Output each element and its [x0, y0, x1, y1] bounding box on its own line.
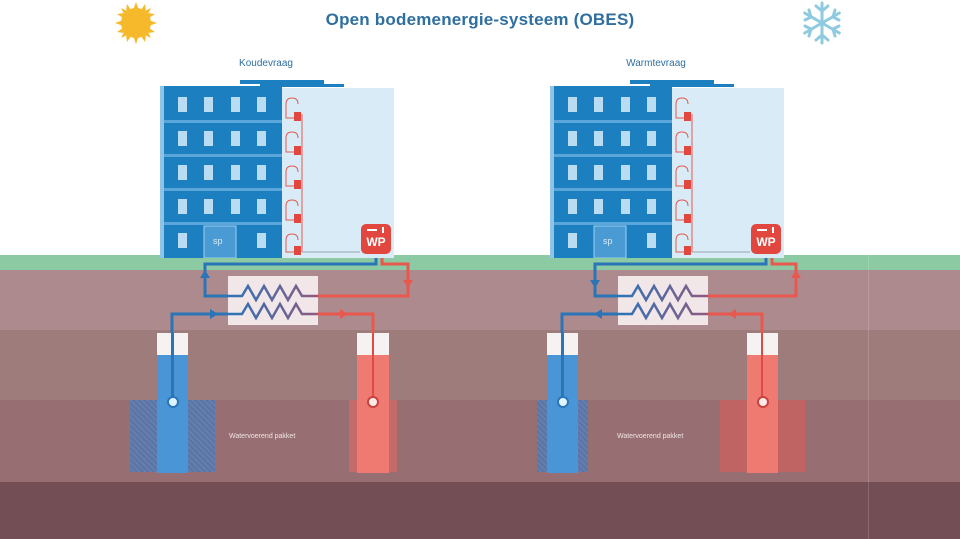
soil-layer-4 [0, 482, 960, 539]
heat-exchanger-heating [618, 276, 708, 325]
soil-layer-1 [0, 270, 960, 330]
cold-well-cooling [157, 333, 188, 473]
panel-label-heating: Warmtevraag [626, 58, 686, 69]
diagram-title: Open bodemenergie-systeem (OBES) [325, 10, 635, 29]
snowflake-icon [799, 0, 845, 46]
entrance-label-cooling: sp [213, 236, 223, 246]
heat-pump-heating: WP [751, 224, 781, 254]
heat-pump-cooling: WP [361, 224, 391, 254]
sun-icon [114, 1, 158, 45]
entrance-label-heating: sp [603, 236, 613, 246]
divider-line [868, 255, 869, 539]
panel-label-cooling: Koudevraag [239, 58, 293, 69]
grass-layer [0, 255, 960, 270]
aquifer-label-heating: Watervoerend pakket [617, 433, 684, 440]
warm-well-cooling [357, 333, 389, 473]
heat-exchanger-cooling [228, 276, 318, 325]
aquifer-label-cooling: Watervoerend pakket [229, 433, 296, 440]
warm-well-heating [747, 333, 778, 473]
cold-well-heating [547, 333, 578, 473]
